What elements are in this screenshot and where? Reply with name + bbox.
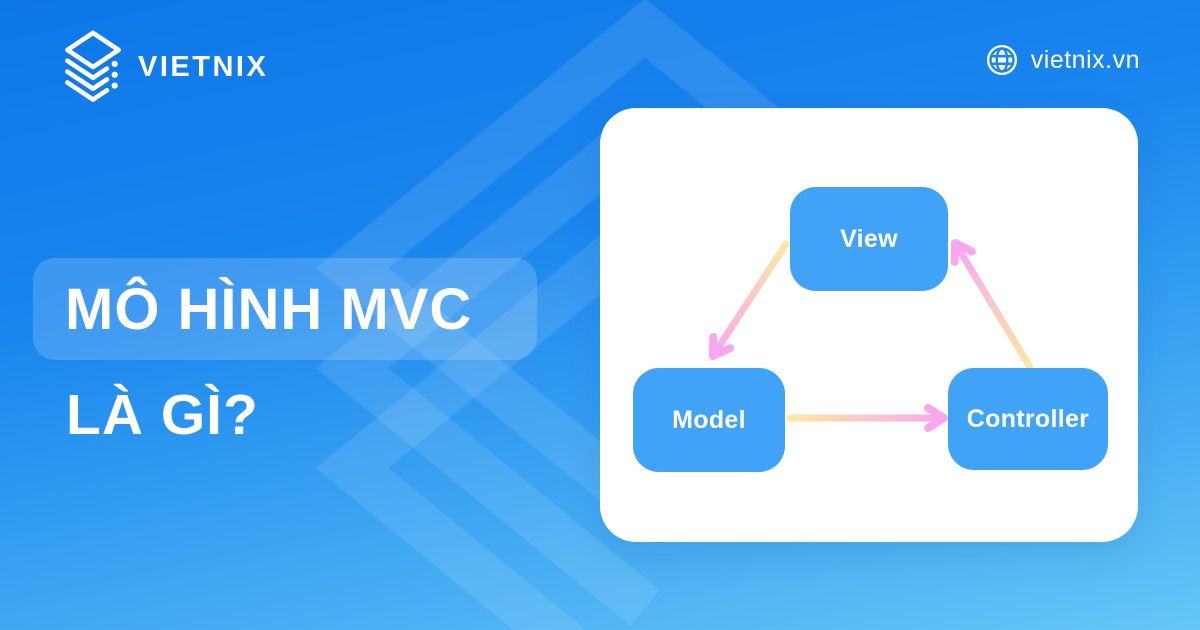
diagram-card: View Model Controller — [600, 108, 1138, 542]
mvc-diagram: View Model Controller — [600, 108, 1138, 542]
page-title: MÔ HÌNH MVC — [65, 276, 473, 342]
node-controller-label: Controller — [966, 404, 1090, 433]
brand-name: VIETNIX — [138, 50, 269, 83]
edge-model-to-controller — [786, 404, 948, 432]
website-label-group: vietnix.vn — [986, 44, 1140, 76]
brand-logo: VIETNIX — [62, 28, 268, 106]
edge-controller-to-view — [950, 239, 1034, 371]
node-model-label: Model — [672, 405, 746, 434]
diagram-arrows — [709, 239, 1034, 432]
edge-view-to-model — [709, 240, 790, 360]
page-subtitle: LÀ GÌ? — [66, 383, 259, 447]
node-view-label: View — [840, 224, 898, 253]
node-view: View — [790, 187, 948, 291]
vietnix-stack-icon — [65, 30, 121, 102]
title-badge: MÔ HÌNH MVC — [33, 258, 537, 360]
node-controller: Controller — [948, 368, 1108, 470]
globe-icon — [986, 44, 1017, 76]
node-model: Model — [633, 368, 785, 472]
website-url: vietnix.vn — [1030, 45, 1140, 74]
